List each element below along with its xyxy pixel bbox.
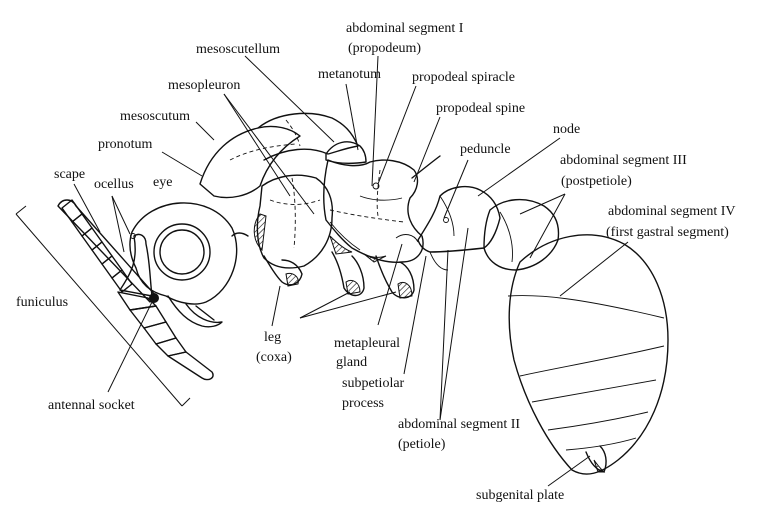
label-mesopleuron: mesopleuron bbox=[168, 78, 240, 93]
label-propodeum: (propodeum) bbox=[348, 41, 421, 56]
mesosoma bbox=[199, 112, 441, 269]
label-peduncle: peduncle bbox=[460, 142, 511, 157]
label-first-gastral-segment: (first gastral segment) bbox=[606, 225, 729, 240]
label-propodeal-spine: propodeal spine bbox=[436, 101, 525, 116]
coxae bbox=[253, 213, 415, 299]
label-subpetiolar: subpetiolar bbox=[342, 376, 405, 391]
scape-shape bbox=[119, 233, 153, 297]
label-propodeal-spiracle: propodeal spiracle bbox=[412, 70, 515, 85]
petiole bbox=[417, 185, 501, 271]
label-abdominal-segment-1: abdominal segment I bbox=[346, 21, 464, 36]
label-subgenital-plate: subgenital plate bbox=[476, 488, 564, 503]
antenna bbox=[57, 199, 214, 381]
label-postpetiole: (postpetiole) bbox=[561, 174, 632, 189]
postpetiole bbox=[483, 199, 560, 271]
label-funiculus: funiculus bbox=[16, 295, 68, 310]
label-antennal-socket: antennal socket bbox=[48, 398, 135, 413]
label-petiole: (petiole) bbox=[398, 437, 446, 452]
label-abdominal-segment-3: abdominal segment III bbox=[560, 153, 687, 168]
leader-lines bbox=[73, 55, 629, 487]
label-mesoscutellum: mesoscutellum bbox=[196, 42, 280, 57]
label-ocellus: ocellus bbox=[94, 177, 134, 192]
label-eye: eye bbox=[153, 175, 172, 190]
label-pronotum: pronotum bbox=[98, 137, 153, 152]
label-gland: gland bbox=[336, 355, 367, 370]
label-abdominal-segment-4: abdominal segment IV bbox=[608, 204, 736, 219]
funiculus-bracket bbox=[15, 205, 191, 407]
label-process: process bbox=[342, 396, 384, 411]
head bbox=[129, 202, 238, 328]
label-coxa: (coxa) bbox=[256, 350, 292, 365]
funiculus-segments bbox=[61, 199, 214, 381]
label-metanotum: metanotum bbox=[318, 67, 381, 82]
label-node: node bbox=[553, 122, 580, 137]
gaster bbox=[507, 234, 669, 475]
label-abdominal-segment-2: abdominal segment II bbox=[398, 417, 520, 432]
label-leg: leg bbox=[264, 330, 281, 345]
labels: abdominal segment I (propodeum) mesoscut… bbox=[16, 21, 736, 503]
label-mesoscutum: mesoscutum bbox=[120, 109, 190, 124]
label-scape: scape bbox=[54, 167, 85, 182]
ant-body bbox=[57, 112, 669, 475]
label-metapleural: metapleural bbox=[334, 336, 400, 351]
